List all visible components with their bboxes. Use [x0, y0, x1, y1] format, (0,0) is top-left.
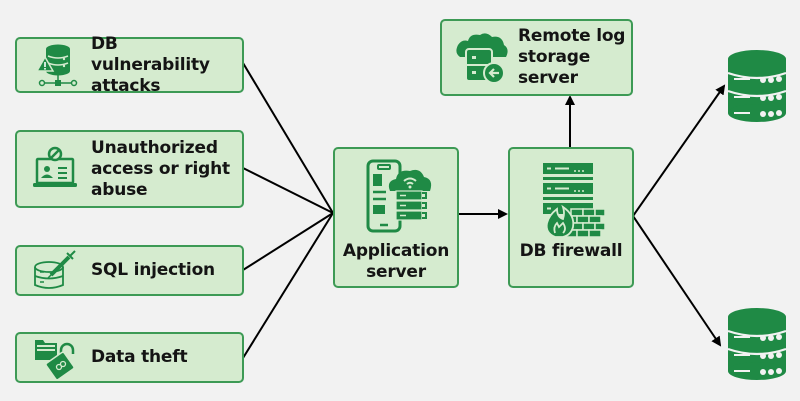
label-line: storage	[518, 47, 591, 67]
label-line: abuse	[91, 179, 148, 200]
threat-box-sql-injection: SQL injection	[15, 245, 244, 296]
label-line: server	[518, 68, 578, 88]
db-firewall-label: DB firewall	[520, 241, 623, 262]
db-firewall-box: DB firewall	[508, 147, 634, 288]
label-line: Application	[342, 241, 450, 261]
label-line: SQL injection	[91, 260, 215, 280]
mobile-cloud-server-icon	[366, 159, 432, 233]
label-line: DB firewall	[519, 241, 623, 261]
link-theft-to-app	[242, 212, 334, 359]
link-db-vuln-to-app	[242, 62, 334, 214]
server-firewall-icon	[543, 163, 606, 238]
threat-label: DB vulnerability attacks	[91, 34, 242, 97]
label-line: server	[366, 262, 426, 282]
database-icon	[727, 308, 787, 380]
link-unauth-to-app	[242, 167, 334, 214]
remote-log-label: Remote log storage server	[518, 26, 625, 89]
label-line: Data theft	[91, 347, 188, 367]
app-server-label: Application server	[343, 241, 449, 283]
label-line: access or right	[91, 158, 230, 179]
label-line: DB vulnerability	[91, 33, 210, 75]
threat-box-unauthorized-access: Unauthorized access or right abuse	[15, 130, 244, 208]
link-firewall-to-db2	[632, 215, 722, 347]
laptop-user-blocked-icon	[33, 146, 77, 187]
threat-label: Data theft	[91, 347, 188, 368]
label-line: Unauthorized	[91, 137, 218, 158]
database-warning-icon	[35, 44, 78, 87]
remote-log-storage-box: Remote log storage server	[440, 19, 633, 96]
cloud-server-backup-icon	[456, 33, 508, 84]
threat-box-db-vulnerability: DB vulnerability attacks	[15, 34, 244, 96]
application-server-box: Application server	[333, 147, 459, 288]
database-icon	[727, 50, 787, 122]
link-sql-to-app	[242, 212, 334, 271]
label-line: Remote log	[518, 26, 626, 46]
threat-label: SQL injection	[91, 260, 215, 281]
threat-label: Unauthorized access or right abuse	[91, 138, 230, 201]
link-firewall-to-db1	[632, 84, 726, 217]
label-line: attacks	[91, 75, 161, 96]
database-syringe-icon	[34, 249, 76, 289]
threat-box-data-theft: Data theft	[15, 332, 244, 383]
folder-unlocked-padlock-icon	[35, 339, 75, 380]
